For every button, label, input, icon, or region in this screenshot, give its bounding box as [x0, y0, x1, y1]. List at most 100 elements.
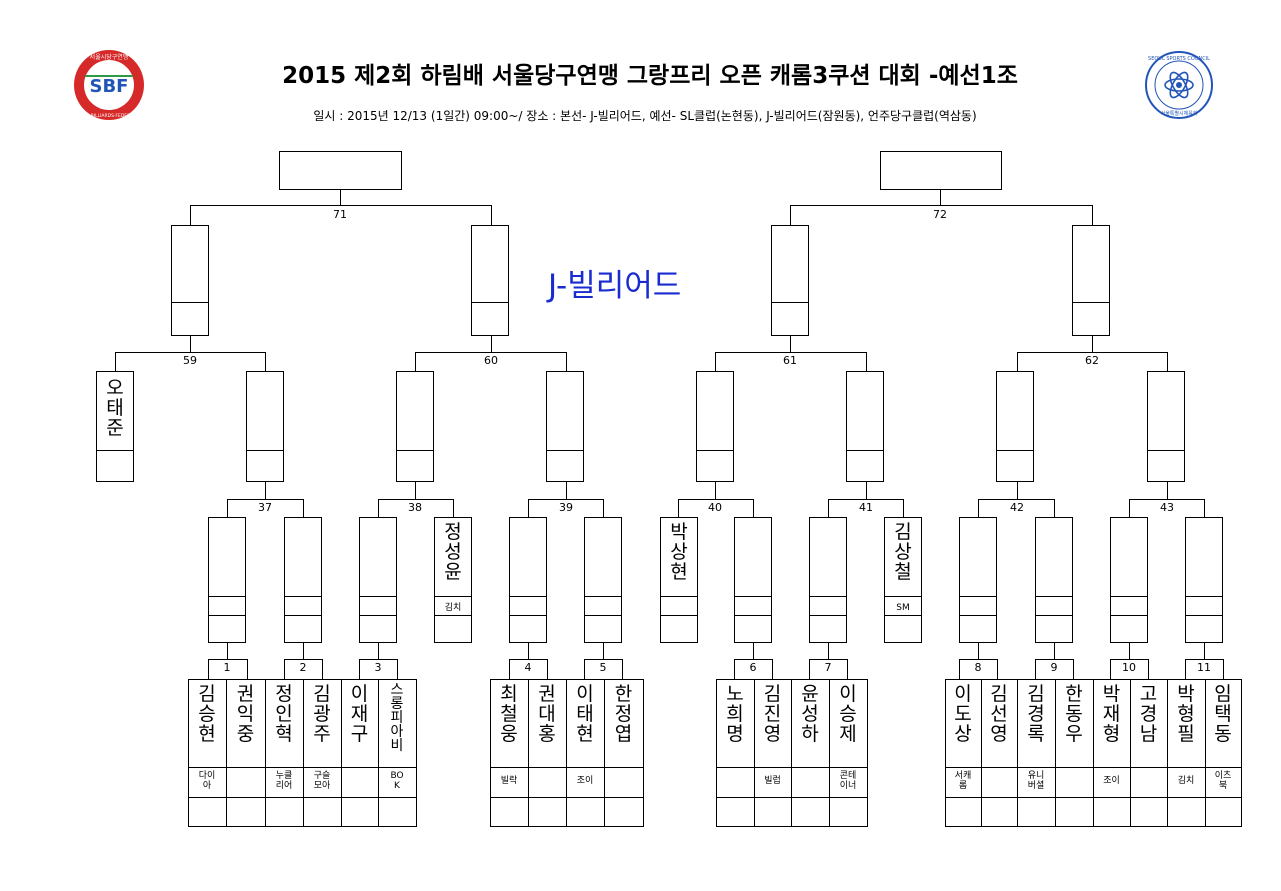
bracket-line [622, 659, 623, 679]
bracket-line [115, 352, 116, 372]
match-number: 42 [1002, 502, 1032, 514]
box-divider [735, 596, 771, 597]
box-divider [285, 615, 321, 616]
bracket-line [828, 499, 829, 518]
council-logo-ring-text: SEOUL SPORTS COUNCIL [1148, 56, 1210, 62]
bracket-line [603, 643, 604, 660]
round-slot [996, 371, 1034, 482]
seed-slot [660, 517, 698, 643]
bracket-line [847, 659, 848, 679]
bracket-line [715, 352, 867, 353]
bracket-line [1017, 679, 1018, 827]
match-number: 59 [175, 355, 205, 367]
bracket-line [1055, 679, 1056, 827]
match-number: 62 [1077, 355, 1107, 367]
bracket-line [227, 643, 228, 660]
bracket-line [303, 499, 304, 518]
bracket-line [1110, 659, 1111, 679]
bracket-line [509, 659, 548, 660]
bracket-line [341, 679, 342, 827]
bracket-line [715, 352, 716, 372]
box-divider [1036, 596, 1072, 597]
bracket-line [378, 643, 379, 660]
bracket-line [790, 336, 791, 352]
bracket-line [978, 643, 979, 660]
bracket-line [829, 679, 830, 827]
bracket-line [1204, 643, 1205, 660]
bracket-line [1205, 679, 1206, 827]
bracket-line [528, 499, 604, 500]
bracket-line [188, 797, 417, 798]
bracket-line [528, 499, 529, 518]
bracket-line [397, 659, 398, 679]
bracket-line [303, 643, 304, 660]
box-divider [397, 450, 433, 451]
box-divider [435, 596, 471, 597]
bracket-line [866, 352, 867, 372]
box-divider [1148, 450, 1184, 451]
seoul-sports-council-logo: SEOUL SPORTS COUNCIL 서울특별시체육회 [1145, 51, 1213, 119]
bracket-line [208, 659, 248, 660]
round-slot [471, 225, 509, 336]
match-number: 7 [813, 662, 843, 674]
box-divider [1036, 615, 1072, 616]
box-divider [510, 615, 546, 616]
bracket-line [227, 499, 228, 518]
bracket-line [734, 659, 773, 660]
round-slot [959, 517, 997, 643]
seed-slot [884, 517, 922, 643]
round-slot [696, 371, 734, 482]
match-number: 11 [1189, 662, 1219, 674]
round-slot [771, 225, 809, 336]
round-slot [246, 371, 284, 482]
match-number: 40 [700, 502, 730, 514]
round-slot [809, 517, 847, 643]
sbf-logo-letters: SBF [90, 76, 129, 97]
bracket-line [716, 767, 868, 768]
bracket-line [1130, 679, 1131, 827]
match-number: 43 [1152, 502, 1182, 514]
bracket-line [1204, 499, 1205, 518]
bracket-line [603, 499, 604, 518]
round-slot [96, 371, 134, 482]
round-slot [1035, 517, 1073, 643]
match-number: 10 [1114, 662, 1144, 674]
bracket-line [678, 499, 679, 518]
round-slot [1147, 371, 1185, 482]
bracket-line [115, 352, 266, 353]
match-number: 2 [288, 662, 318, 674]
box-divider [1111, 596, 1147, 597]
bracket-line [322, 659, 323, 679]
bracket-line [528, 679, 529, 827]
round-slot [396, 371, 434, 482]
bracket-line [1054, 643, 1055, 660]
sbf-logo: SBF 서울시당구연맹 SEOUL·BILLIARDS·FEDERATION [74, 50, 144, 120]
final-slot-left [279, 151, 402, 190]
match-number: 60 [476, 355, 506, 367]
bracket-line [1167, 352, 1168, 372]
player-grid [490, 679, 644, 827]
bracket-line [754, 679, 755, 827]
bracket-line [359, 659, 360, 679]
bracket-line [284, 659, 285, 679]
bracket-line [415, 352, 416, 372]
bracket-line [604, 679, 605, 827]
match-number: 6 [738, 662, 768, 674]
council-logo-bottom-text: 서울특별시체육회 [1161, 110, 1198, 117]
box-divider [810, 596, 846, 597]
bracket-line [903, 499, 904, 518]
bracket-line [584, 659, 623, 660]
bracket-line [1129, 499, 1205, 500]
box-divider [360, 615, 396, 616]
bracket-line [753, 643, 754, 660]
